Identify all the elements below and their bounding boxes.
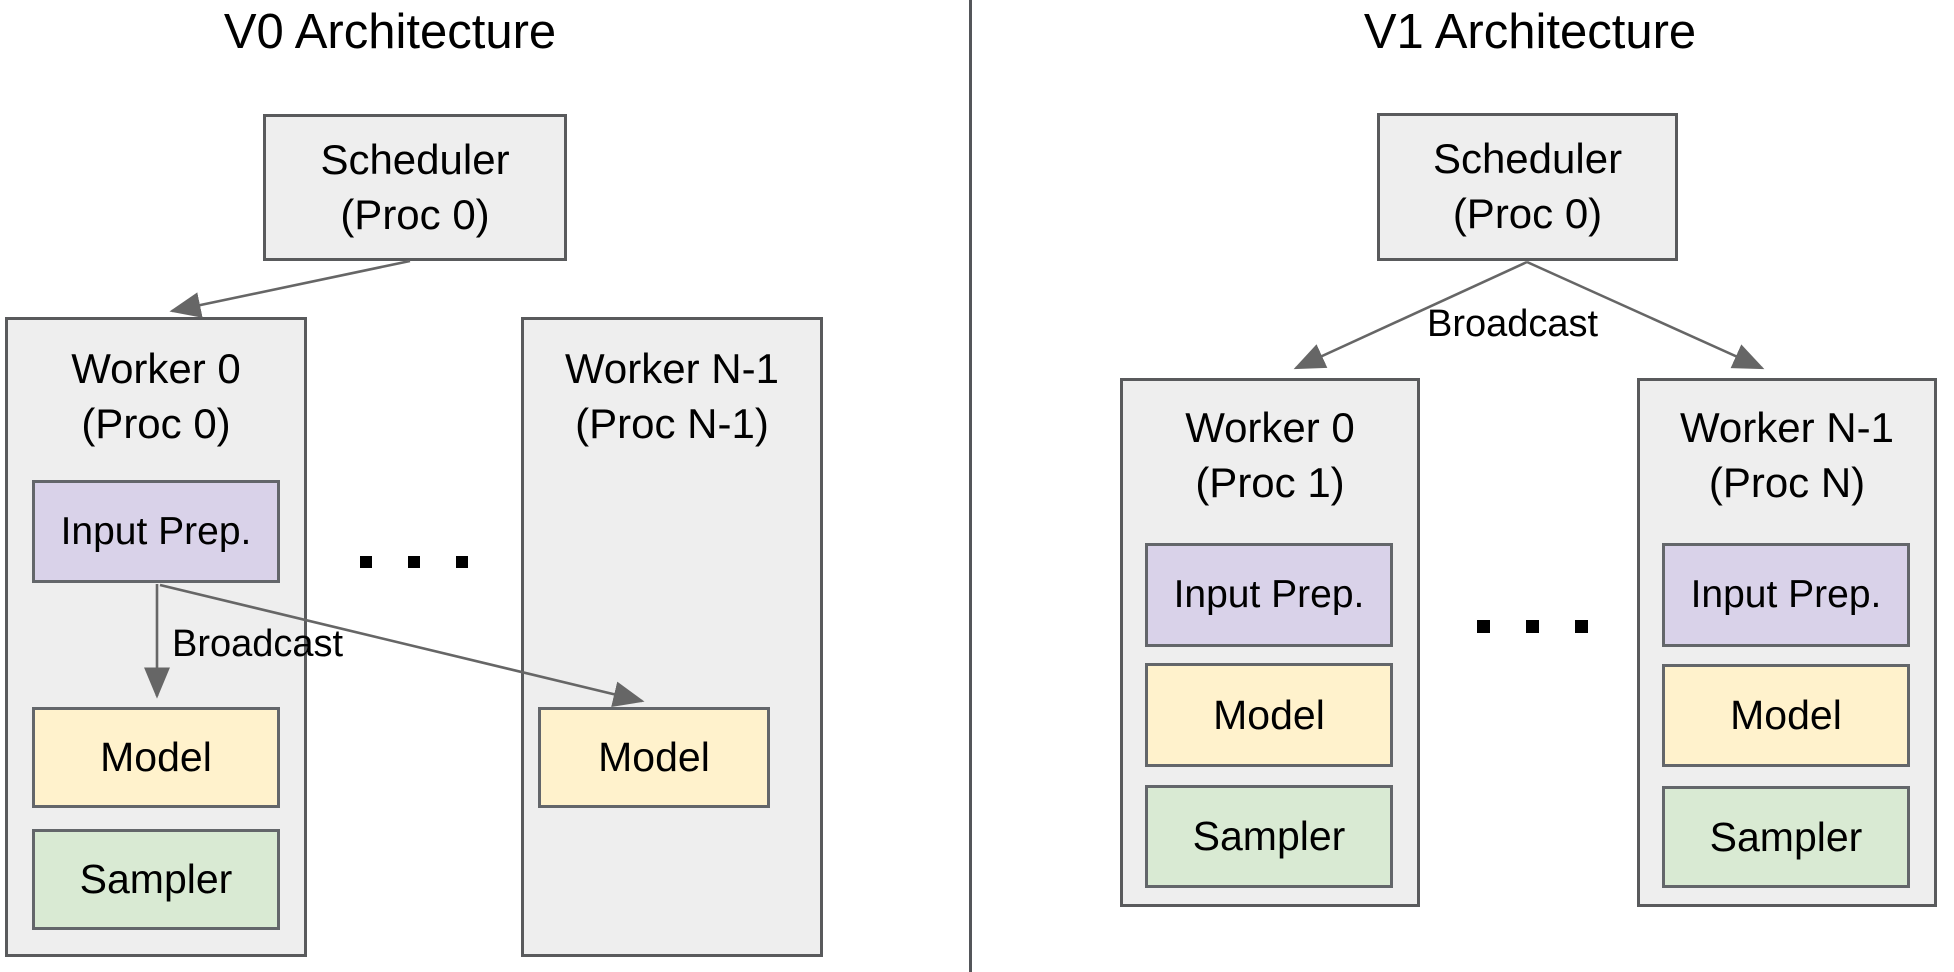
v1-workerN1-sampler-box: Sampler <box>1662 786 1910 888</box>
v0-worker0-sampler-box: Sampler <box>32 829 280 930</box>
dot-icon <box>456 556 468 568</box>
v1-workerN1-proc: (Proc N) <box>1708 458 1866 506</box>
v1-workerN1-model-box: Model <box>1662 664 1910 767</box>
v0-ellipsis-dots <box>360 556 468 568</box>
v1-workerN1-name: Worker N-1 <box>1680 404 1894 451</box>
v0-scheduler-label-line1: Scheduler <box>320 135 510 183</box>
dot-icon <box>1477 620 1490 633</box>
v1-worker0-input-prep-box: Input Prep. <box>1145 543 1393 647</box>
v1-title: V1 Architecture <box>1363 5 1697 59</box>
v0-workerN1-proc: (Proc N-1) <box>575 399 769 447</box>
v0-worker0-proc: (Proc 0) <box>81 399 231 447</box>
dot-icon <box>360 556 372 568</box>
v0-worker0-input-prep-box: Input Prep. <box>32 480 280 583</box>
v1-scheduler-box: Scheduler (Proc 0) <box>1377 113 1678 261</box>
v1-workerN1-header: Worker N-1 (Proc N) <box>1640 401 1934 510</box>
v1-worker0-sampler-box: Sampler <box>1145 785 1393 888</box>
v1-worker0-model-box: Model <box>1145 663 1393 767</box>
dot-icon <box>1575 620 1588 633</box>
v0-workerN1-model-box: Model <box>538 707 770 808</box>
v1-workerN1-input-prep-box: Input Prep. <box>1662 543 1910 647</box>
v0-scheduler-box: Scheduler (Proc 0) <box>263 114 567 261</box>
v1-worker0-proc: (Proc 1) <box>1195 458 1345 506</box>
v0-worker0-header: Worker 0 (Proc 0) <box>8 342 304 451</box>
v1-worker0-name: Worker 0 <box>1185 404 1355 451</box>
v1-scheduler-label-line1: Scheduler <box>1432 135 1623 183</box>
v0-worker0-name: Worker 0 <box>71 345 241 392</box>
v0-scheduler-to-worker0-arrow <box>169 259 411 318</box>
v1-ellipsis-dots <box>1477 620 1588 633</box>
dot-icon <box>408 556 420 568</box>
dot-icon <box>1526 620 1539 633</box>
v0-title: V0 Architecture <box>223 5 557 59</box>
v0-workerN1-name: Worker N-1 <box>565 345 779 392</box>
v1-broadcast-label: Broadcast <box>1427 303 1599 345</box>
v0-workerN1-box: Worker N-1 (Proc N-1) <box>521 317 823 957</box>
v1-worker0-header: Worker 0 (Proc 1) <box>1123 401 1417 510</box>
v1-scheduler-label-line2: (Proc 0) <box>1452 190 1603 237</box>
panel-divider <box>969 0 972 972</box>
v0-broadcast-label: Broadcast <box>172 623 344 665</box>
v0-workerN1-header: Worker N-1 (Proc N-1) <box>524 342 820 451</box>
v0-worker0-model-box: Model <box>32 707 280 808</box>
v0-scheduler-label-line2: (Proc 0) <box>340 190 490 238</box>
